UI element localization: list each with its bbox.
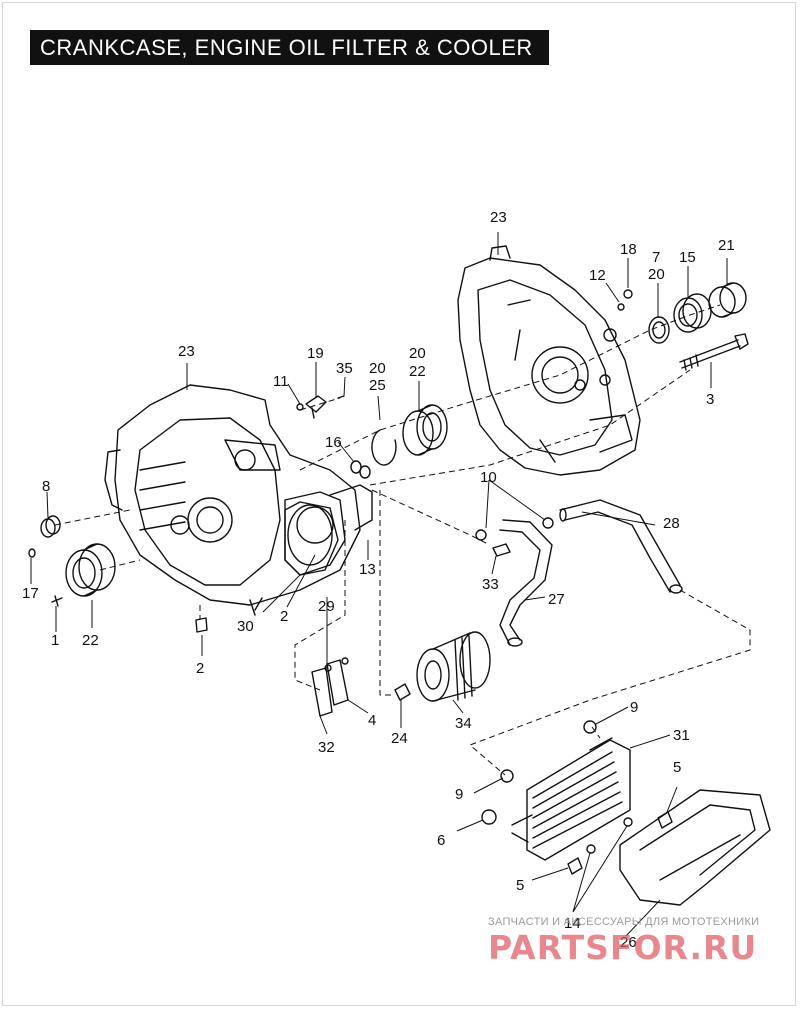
cooler-cover-26 <box>619 789 771 906</box>
callout-22: 22 <box>409 363 426 380</box>
callout-13: 13 <box>359 561 376 578</box>
callout-16: 16 <box>325 434 342 451</box>
callout-34: 34 <box>455 715 472 732</box>
watermark-logo: PARTSFOR.RU <box>488 928 758 967</box>
callout-7: 7 <box>652 249 660 266</box>
oil-filter-34 <box>416 631 491 702</box>
guide-line-22 <box>99 559 141 571</box>
callout-2: 2 <box>280 608 288 625</box>
callout-31: 31 <box>673 727 690 744</box>
callout-21: 21 <box>718 237 735 254</box>
left-crankcase-half <box>104 384 373 616</box>
callout-11: 11 <box>273 373 289 390</box>
callout-2-b: 2 <box>196 660 204 677</box>
callout-labels: 23 18 7 21 12 20 15 3 23 19 35 20 25 20 … <box>22 209 735 951</box>
fitting-9-left <box>500 769 514 783</box>
callout-17: 17 <box>22 585 39 602</box>
callout-23-left: 23 <box>178 343 195 360</box>
callout-18: 18 <box>620 241 637 258</box>
callout-3: 3 <box>706 391 714 408</box>
bearing-8 <box>40 515 61 538</box>
callout-27: 27 <box>548 591 565 608</box>
callout-4: 4 <box>368 712 376 729</box>
callout-29: 29 <box>318 598 335 615</box>
dowel-18 <box>623 289 633 299</box>
callout-20-c: 20 <box>409 345 426 362</box>
callout-8: 8 <box>42 478 50 495</box>
callout-20: 20 <box>648 266 665 283</box>
callout-19: 19 <box>307 345 324 362</box>
callout-10: 10 <box>480 469 497 486</box>
callout-5: 5 <box>673 759 681 776</box>
nipple-24 <box>394 683 411 701</box>
bearing-22-left <box>65 543 116 597</box>
oil-cooler-31 <box>511 737 631 861</box>
bearing-20-22 <box>402 404 448 456</box>
callout-35: 35 <box>336 360 353 377</box>
callout-28: 28 <box>663 515 680 532</box>
guide-line-8 <box>54 509 131 526</box>
screw-5-bottom <box>567 857 583 875</box>
fitting-33 <box>492 543 511 557</box>
screw-35 <box>337 395 345 399</box>
callout-14: 14 <box>564 915 581 932</box>
callout-24: 24 <box>391 730 408 747</box>
callout-23: 23 <box>490 209 507 226</box>
screw-1 <box>51 595 63 607</box>
callout-12: 12 <box>589 267 606 284</box>
watermark-tagline: ЗАПЧАСТИ И АКСЕССУАРЫ ДЛЯ МОТОТЕХНИКИ <box>488 916 760 928</box>
bearing-15 <box>673 293 712 333</box>
fitting-9-top <box>583 720 597 734</box>
callout-9: 9 <box>630 699 638 716</box>
seal-7-20 <box>648 316 670 344</box>
callout-5-b: 5 <box>516 877 524 894</box>
callout-30: 30 <box>237 618 254 635</box>
dowels-16 <box>350 460 371 479</box>
plug-2 <box>195 617 208 633</box>
plug-17 <box>28 548 36 558</box>
hose-27 <box>499 519 553 647</box>
callout-26: 26 <box>620 934 637 951</box>
right-crankcase-half <box>457 245 641 476</box>
stud-3 <box>679 333 749 371</box>
nut-6 <box>481 809 497 825</box>
callout-1: 1 <box>51 632 59 649</box>
callout-22-left: 22 <box>82 632 99 649</box>
plates-29-32 <box>311 657 349 717</box>
washer-14a <box>623 817 633 827</box>
diagram-title: CRANKCASE, ENGINE OIL FILTER & COOLER <box>30 30 549 65</box>
retaining-ring-20-25 <box>371 429 397 466</box>
valve-19 <box>305 395 327 419</box>
callout-9-b: 9 <box>455 786 463 803</box>
callout-32: 32 <box>318 739 335 756</box>
callout-15: 15 <box>679 249 696 266</box>
callout-20-b: 20 <box>369 360 386 377</box>
clamps-10 <box>475 517 554 541</box>
callout-25: 25 <box>369 377 386 394</box>
callout-33: 33 <box>482 576 499 593</box>
pin-12 <box>617 303 625 311</box>
washer-14b <box>586 844 596 854</box>
callout-6: 6 <box>437 832 445 849</box>
hose-28 <box>559 499 683 594</box>
bearing-race-21 <box>708 282 747 318</box>
